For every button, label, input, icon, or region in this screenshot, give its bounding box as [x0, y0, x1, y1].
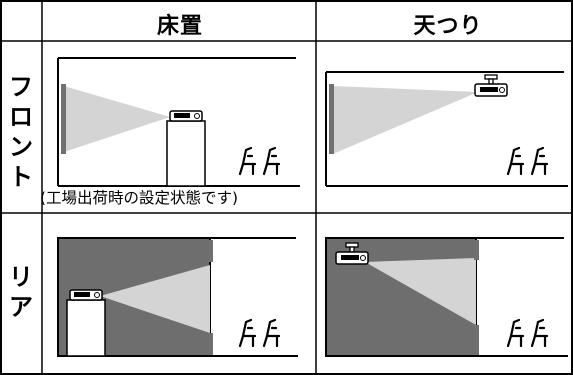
- projector-icon: [69, 289, 103, 301]
- projection-beam: [100, 265, 210, 333]
- screen-icon: [61, 84, 66, 154]
- screen-icon: [329, 84, 334, 154]
- chair-icon: [508, 148, 547, 174]
- projection-beam: [333, 86, 478, 154]
- projector-stand: [166, 120, 206, 187]
- column-header-ceiling: 天つり: [413, 14, 483, 39]
- rear-ceiling-diagram: [325, 237, 568, 357]
- default-setting-caption: (工場出荷時の設定状態です): [40, 189, 239, 207]
- screen-icon: [474, 325, 479, 355]
- projector-icon: [169, 110, 203, 122]
- front-floor-diagram: [57, 57, 300, 187]
- screen-icon: [208, 333, 213, 355]
- chair-icon: [508, 320, 547, 346]
- chair-icon: [240, 320, 279, 346]
- projector-icon: [474, 74, 508, 97]
- projection-beam: [365, 258, 476, 325]
- chair-icon: [240, 148, 279, 174]
- front-ceiling-diagram: [325, 71, 568, 187]
- projector-stand: [66, 299, 106, 357]
- row-label-front: フ ロ ン ト: [9, 73, 33, 191]
- rear-floor-diagram: [57, 237, 298, 357]
- column-header-floor: 床置: [156, 14, 203, 39]
- row-label-rear: リ ア: [9, 263, 33, 321]
- projection-beam: [64, 86, 170, 152]
